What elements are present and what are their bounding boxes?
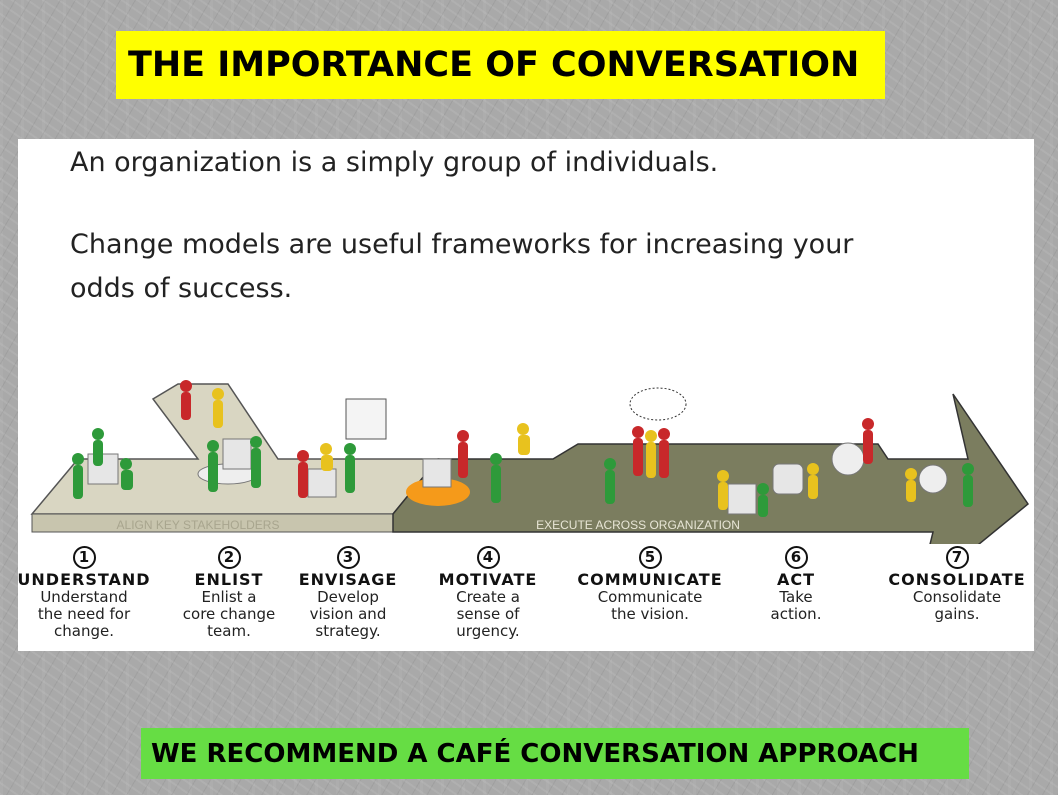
figure-group-1 bbox=[72, 428, 133, 499]
figures bbox=[72, 380, 974, 517]
step-name: ENLIST bbox=[194, 570, 264, 589]
body-line-1: An organization is a simply group of ind… bbox=[70, 147, 719, 178]
step-2: 2 ENLIST Enlist a core change team. bbox=[154, 546, 304, 640]
slide-title: THE IMPORTANCE OF CONVERSATION bbox=[128, 45, 860, 85]
step-name: COMMUNICATE bbox=[577, 570, 723, 589]
step-name: MOTIVATE bbox=[438, 570, 538, 589]
step-number: 7 bbox=[945, 546, 969, 569]
step-3: 3 ENVISAGE Develop vision and strategy. bbox=[273, 546, 423, 640]
step-number: 6 bbox=[784, 546, 808, 569]
step-description: Understand the need for change. bbox=[37, 588, 131, 640]
figure-group-7 bbox=[905, 463, 974, 507]
step-5: 5 COMMUNICATE Communicate the vision. bbox=[575, 546, 725, 623]
step-description: Create a sense of urgency. bbox=[456, 588, 520, 640]
execute-arrow bbox=[392, 393, 1030, 544]
figure-group-6 bbox=[717, 418, 874, 517]
footer-box: WE RECOMMEND A CAFÉ CONVERSATION APPROAC… bbox=[141, 728, 969, 779]
step-1: 1 UNDERSTAND Understand the need for cha… bbox=[9, 546, 159, 640]
step-number: 1 bbox=[72, 546, 96, 569]
step-description: Consolidate gains. bbox=[912, 588, 1002, 623]
step-name: ENVISAGE bbox=[298, 570, 398, 589]
step-name: UNDERSTAND bbox=[17, 570, 151, 589]
content-panel: An organization is a simply group of ind… bbox=[17, 139, 1034, 651]
phase-label-align: ALIGN KEY STAKEHOLDERS bbox=[117, 518, 280, 532]
figure-group-2 bbox=[180, 380, 262, 492]
step-number: 3 bbox=[336, 546, 360, 569]
step-name: CONSOLIDATE bbox=[888, 570, 1026, 589]
step-number: 2 bbox=[217, 546, 241, 569]
figure-group-5 bbox=[604, 387, 687, 504]
figure-group-3 bbox=[297, 398, 387, 498]
step-6: 6 ACT Take action. bbox=[721, 546, 871, 623]
step-7: 7 CONSOLIDATE Consolidate gains. bbox=[882, 546, 1032, 623]
footer-text: WE RECOMMEND A CAFÉ CONVERSATION APPROAC… bbox=[151, 738, 919, 769]
slide-title-box: THE IMPORTANCE OF CONVERSATION bbox=[116, 31, 885, 99]
step-description: Take action. bbox=[770, 588, 822, 623]
phase-label-execute: EXECUTE ACROSS ORGANIZATION bbox=[536, 518, 740, 532]
step-description: Communicate the vision. bbox=[597, 588, 703, 623]
step-description: Develop vision and strategy. bbox=[309, 588, 387, 640]
body-line-2: Change models are useful frameworks for … bbox=[70, 229, 854, 260]
change-model-diagram: ALIGN KEY STAKEHOLDERS EXECUTE ACROSS OR… bbox=[30, 380, 1030, 544]
step-description: Enlist a core change team. bbox=[182, 588, 276, 640]
body-line-3: odds of success. bbox=[70, 273, 293, 304]
step-number: 4 bbox=[476, 546, 500, 569]
step-4: 4 MOTIVATE Create a sense of urgency. bbox=[413, 546, 563, 640]
step-number: 5 bbox=[638, 546, 662, 569]
figure-group-4 bbox=[406, 423, 530, 506]
step-name: ACT bbox=[776, 570, 816, 589]
